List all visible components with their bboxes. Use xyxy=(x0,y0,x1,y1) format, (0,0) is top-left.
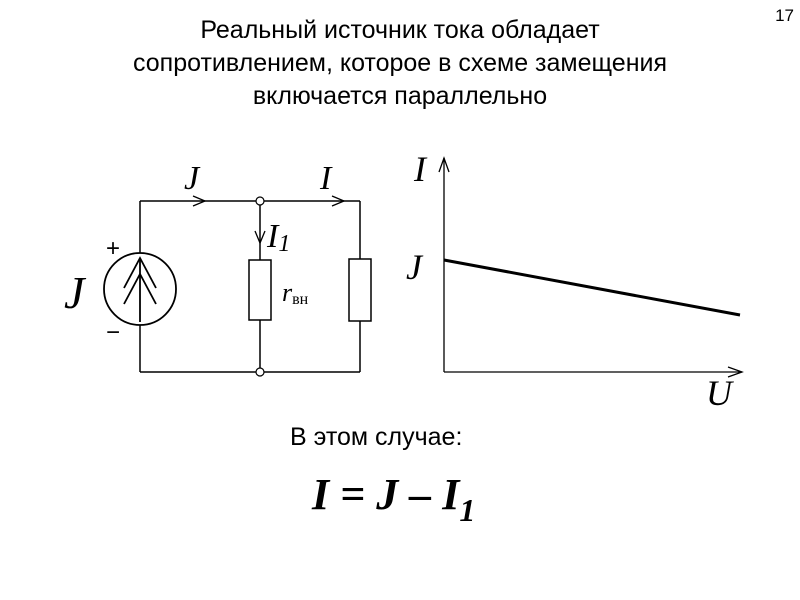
source-plus-label: + xyxy=(106,235,120,262)
graph-x-axis-label: U xyxy=(706,373,734,413)
circuit-diagram xyxy=(139,200,361,373)
slide-title: Реальный источник тока обладает сопротив… xyxy=(40,14,760,113)
current-arrows xyxy=(192,195,346,245)
resistor-label: rвн xyxy=(282,278,309,308)
source-minus-label: − xyxy=(106,319,120,346)
current-branch-label: I1 xyxy=(266,218,290,257)
current-arrow-total xyxy=(192,195,207,207)
title-line-3: включается параллельно xyxy=(252,82,548,110)
current-total-label: J xyxy=(184,160,201,197)
slide-number: 17 xyxy=(775,6,794,25)
bottom-junction-node xyxy=(255,367,265,377)
current-load-label: I xyxy=(319,160,333,197)
title-line-2: сопротивлением, которое в схеме замещени… xyxy=(133,49,667,77)
resistor-subscript: вн xyxy=(292,291,309,308)
iu-graph xyxy=(438,156,744,378)
formula-equals: = xyxy=(340,470,366,519)
formula-term2: I xyxy=(442,470,460,519)
internal-resistor xyxy=(248,259,272,321)
current-source-arrowhead-1 xyxy=(123,256,157,289)
current-arrow-load xyxy=(331,195,346,207)
title-line-1: Реальный источник тока обладает xyxy=(200,16,600,44)
y-axis-arrowhead xyxy=(438,156,450,173)
graph-y-axis-label: I xyxy=(413,149,428,189)
caption: В этом случае: xyxy=(290,423,463,451)
formula: I = J – I1 xyxy=(312,470,475,528)
formula-term1: J xyxy=(376,470,399,519)
current-branch-subscript: 1 xyxy=(278,231,290,257)
characteristic-line xyxy=(443,258,741,317)
resistor-letter: r xyxy=(282,278,293,307)
source-label: J xyxy=(64,267,87,318)
current-source-arrowhead-2 xyxy=(123,272,157,305)
top-junction-node xyxy=(255,196,265,206)
current-source-symbol xyxy=(103,252,177,326)
current-source-circle xyxy=(103,252,177,326)
formula-minus: – xyxy=(409,470,432,519)
load-resistor xyxy=(348,258,372,322)
x-axis-arrowhead xyxy=(727,366,744,378)
formula-lhs: I xyxy=(312,470,330,519)
current-arrow-branch xyxy=(254,230,266,245)
current-branch-letter: I xyxy=(266,218,280,255)
formula-term2-subscript: 1 xyxy=(459,492,476,528)
graph-y-intercept-label: J xyxy=(406,247,424,287)
